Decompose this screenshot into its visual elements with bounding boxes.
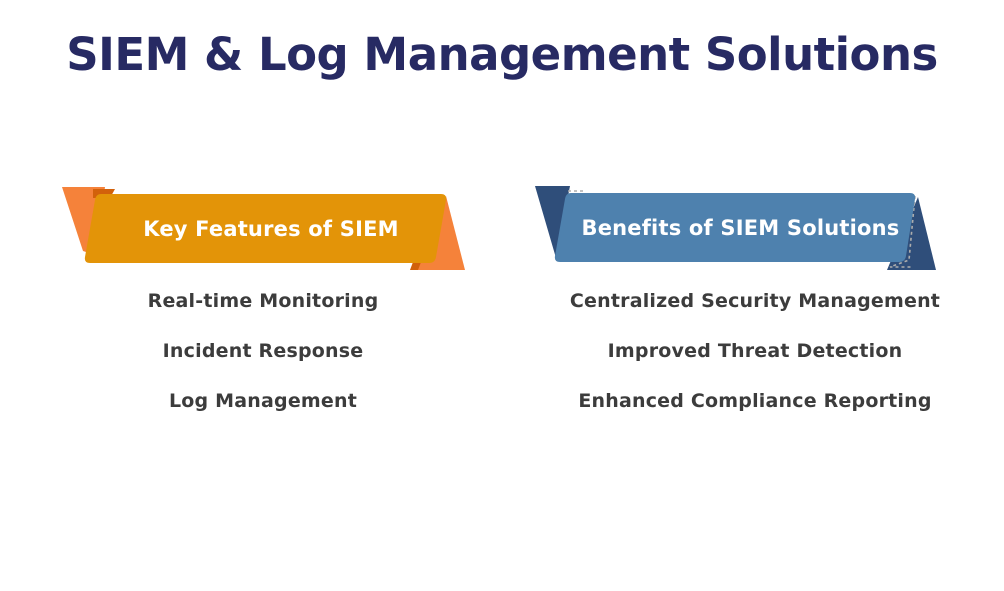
- blue-ribbon-dashed-trim: [889, 195, 916, 268]
- list-item: Real-time Monitoring: [147, 290, 379, 312]
- list-item: Centralized Security Management: [569, 290, 941, 312]
- blue-ribbon-body: [554, 193, 916, 262]
- key-features-header: Key Features of SIEM: [143, 216, 399, 241]
- list-item: Log Management: [168, 390, 358, 412]
- key-features-list: Real-time Monitoring Incident Response L…: [63, 276, 463, 426]
- blue-ribbon-graphic: [535, 186, 936, 270]
- benefits-list: Centralized Security Management Improved…: [555, 276, 955, 426]
- benefits-banner: Benefits of SIEM Solutions: [528, 180, 948, 275]
- list-item: Incident Response: [162, 340, 364, 362]
- page-title: SIEM & Log Management Solutions: [66, 28, 938, 81]
- list-item: Improved Threat Detection: [607, 340, 903, 362]
- benefits-header: Benefits of SIEM Solutions: [581, 215, 900, 240]
- key-features-banner: Key Features of SIEM: [55, 180, 475, 275]
- list-item: Enhanced Compliance Reporting: [578, 390, 932, 412]
- orange-ribbon-graphic: [62, 187, 465, 270]
- orange-ribbon-body: [84, 194, 447, 263]
- blue-ribbon-left-fold: [535, 186, 570, 258]
